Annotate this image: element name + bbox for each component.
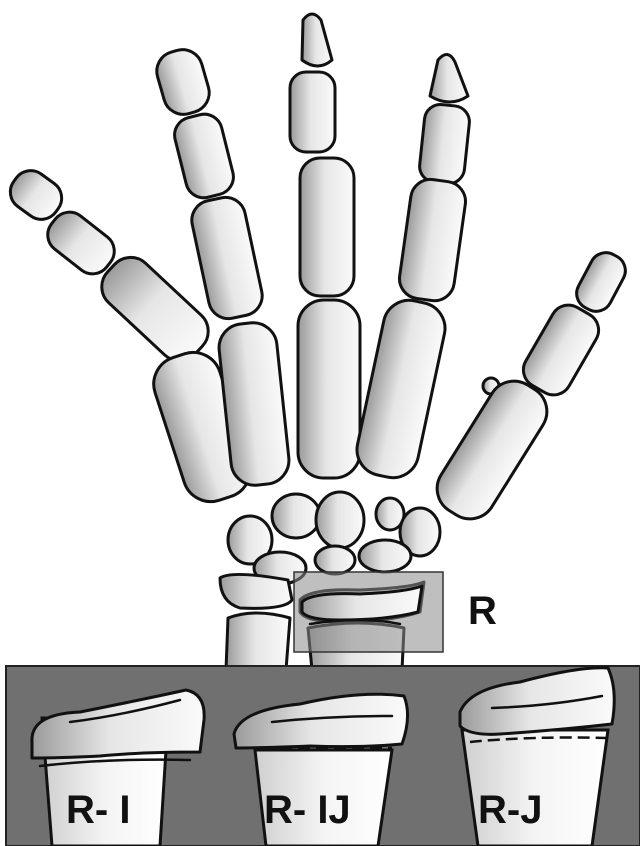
radius-label: R [468, 589, 497, 633]
stage-label: R-J [478, 788, 542, 832]
carpal-bones [228, 492, 440, 584]
ulna-bone [220, 574, 292, 670]
little-finger-bones [427, 247, 631, 529]
middle-finger-bones [290, 14, 360, 478]
stage-label: R- IJ [264, 788, 351, 832]
stage-panel-r-j: R-J [460, 668, 614, 846]
stage-label: R- I [66, 788, 130, 832]
ring-finger-bones [352, 54, 471, 482]
